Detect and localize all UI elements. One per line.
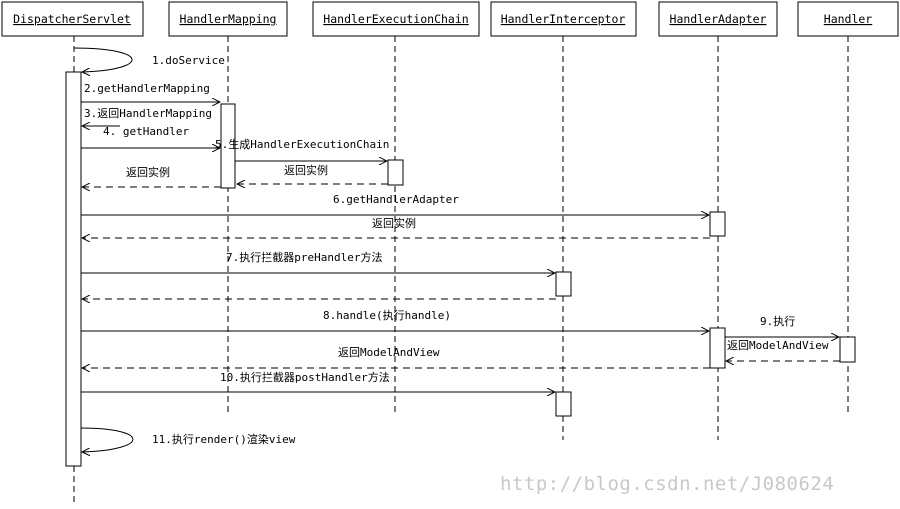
participant-box-handleradapter [658,1,778,37]
message-label-6r: 返回实例 [372,216,416,230]
activation-handler [839,336,856,363]
message-label-7: 7.执行拦截器preHandler方法 [226,250,382,264]
message-label-2: 2.getHandlerMapping [84,82,210,95]
activation-handlerexecutionchain [387,159,404,186]
participant-name-dispatcherservlet: DispatcherServlet [13,12,131,26]
message-label-5: 5.生成HandlerExecutionChain [215,137,389,151]
message-label-9r: 返回ModelAndView [727,339,829,352]
message-label-1: 1.doService [152,54,225,67]
message-label-10: 10.执行拦截器postHandler方法 [220,370,390,384]
message-label-8r: 返回ModelAndView [338,346,440,359]
participant-box-handlerinterceptor [490,1,637,37]
message-label-11: 11.执行render()渲染view [152,432,296,446]
message-label-3: 3.返回HandlerMapping [84,107,212,120]
participant-name-handlerexecutionchain: HandlerExecutionChain [323,12,468,26]
activation-handlerinterceptor-2 [555,391,572,417]
participant-box-handlermapping [168,1,288,37]
message-label-6: 6.getHandlerAdapter [333,193,459,206]
participant-name-handlerinterceptor: HandlerInterceptor [501,12,626,26]
activation-handlermapping [220,103,236,189]
watermark: http://blog.csdn.net/J080624 [500,473,834,495]
message-arrow-1 [73,47,133,72]
activation-handlerinterceptor-1 [555,271,572,297]
message-arrow-11 [81,427,134,452]
activation-handleradapter-1 [709,211,726,237]
participant-name-handlermapping: HandlerMapping [180,12,277,26]
participant-name-handleradapter: HandlerAdapter [670,12,767,26]
participant-box-dispatcherservlet [1,1,144,37]
message-label-8: 8.handle(执行handle) [323,308,451,322]
activation-handleradapter-2 [709,327,726,369]
participant-box-handler [797,1,899,37]
message-label-9: 9.执行 [760,314,795,328]
message-label-5r: 返回实例 [284,163,328,177]
participant-box-handlerexecutionchain [312,1,480,37]
participant-name-handler: Handler [824,12,873,26]
activation-dispatcherservlet [65,71,82,467]
message-label-4: 4. getHandler [103,125,189,138]
message-label-4r: 返回实例 [126,165,170,179]
